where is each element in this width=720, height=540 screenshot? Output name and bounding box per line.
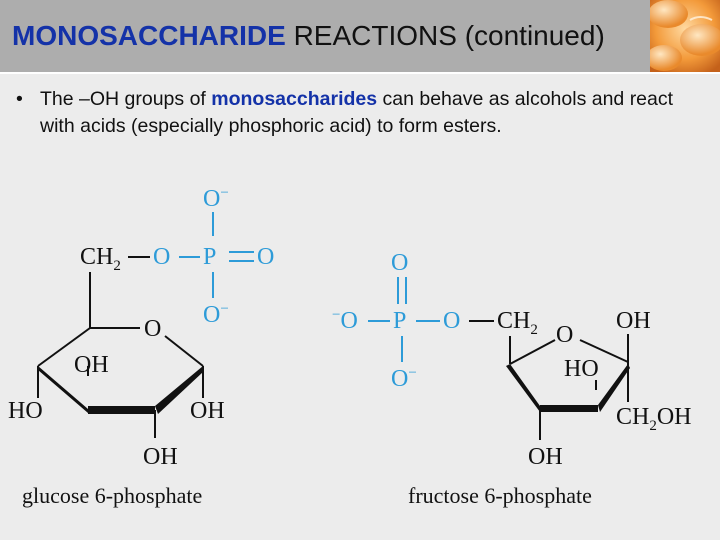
- slide-title: MONOSACCHARIDE REACTIONS (continued): [12, 20, 605, 52]
- glucose-phosphate-top-o: O−: [203, 185, 229, 212]
- fructose-bridge-o: O: [443, 308, 460, 334]
- glucose-ho-left: HO: [8, 398, 43, 424]
- fructose-oh-top-right: OH: [616, 308, 651, 334]
- bullet-marker: •: [16, 88, 23, 110]
- fructose-ch2: CH2: [497, 308, 538, 338]
- glucose-oh-right: OH: [190, 398, 225, 424]
- title-rest: REACTIONS (continued): [293, 20, 605, 51]
- bullet-text-before: The –OH groups of: [40, 88, 212, 110]
- bullet-text: The –OH groups of monosaccharides can be…: [40, 86, 700, 140]
- glucose-ring-o: O: [144, 316, 161, 342]
- fructose-6-phosphate-structure: O −O P O O− CH2: [332, 250, 692, 508]
- glucose-caption: glucose 6-phosphate: [22, 483, 202, 508]
- fructose-oh-bottom: OH: [528, 444, 563, 470]
- fructose-caption: fructose 6-phosphate: [408, 483, 592, 508]
- fructose-phosphorus: P: [393, 308, 406, 334]
- title-divider: [0, 72, 720, 74]
- glucose-6-phosphate-structure: O− O P O O− CH2: [8, 185, 274, 508]
- glucose-oh-upper: OH: [74, 352, 109, 378]
- pills-photo: [650, 0, 720, 72]
- glucose-phosphate-right-o: O: [257, 244, 274, 270]
- glucose-oh-bottom: OH: [143, 444, 178, 470]
- title-bar: [0, 0, 720, 72]
- glucose-phosphate-bottom-o: O−: [203, 301, 229, 328]
- bullet-keyword: monosaccharides: [211, 88, 378, 110]
- fructose-phosphate-bottom-o: O−: [391, 365, 417, 392]
- bullet-text-after: can behave as alcohols and react with ac…: [40, 88, 674, 137]
- title-keyword: MONOSACCHARIDE: [12, 20, 286, 51]
- fructose-phosphate-top-o: O: [391, 250, 408, 276]
- structures-diagram: O− O P O O− CH2: [8, 185, 692, 508]
- fructose-ho-inner: HO: [564, 356, 599, 382]
- glucose-phosphorus: P: [203, 244, 216, 270]
- glucose-bridge-o: O: [153, 244, 170, 270]
- fructose-phosphate-left-o: −O: [332, 307, 358, 334]
- fructose-ring-o: O: [556, 322, 573, 348]
- glucose-ch2: CH2: [80, 244, 121, 274]
- fructose-ch2oh: CH2OH: [616, 404, 692, 434]
